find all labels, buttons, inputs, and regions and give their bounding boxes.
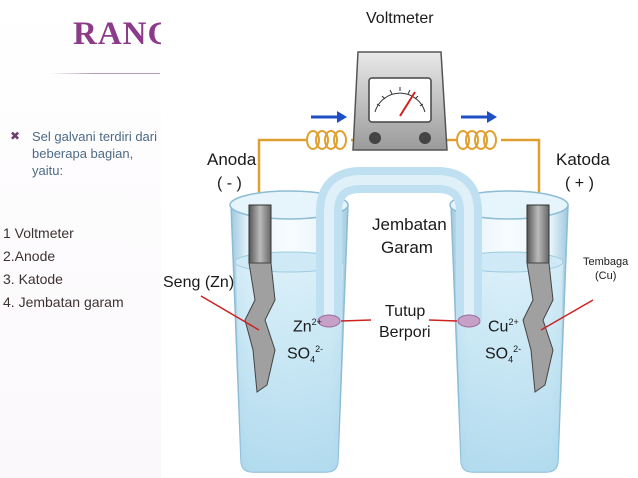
- so4-right-label: SO42-: [485, 344, 522, 365]
- list-item-anode: 2.Anode: [3, 248, 56, 264]
- tembaga-symbol-label: (Cu): [595, 270, 617, 282]
- anoda-label: Anoda: [207, 150, 257, 169]
- coil-left: [306, 130, 347, 150]
- anoda-sign-label: ( - ): [217, 175, 242, 192]
- katoda-label: Katoda: [556, 150, 610, 169]
- seng-label: Seng (Zn): [163, 274, 235, 291]
- cu-ion-label: Cu2+: [488, 317, 519, 336]
- coil-right: [456, 130, 497, 150]
- list-item-katode: 3. Katode: [3, 271, 63, 287]
- list-item-voltmeter: 1 Voltmeter: [3, 225, 74, 241]
- title-underline: [50, 73, 160, 74]
- component-list: 1 Voltmeter 2.Anode 3. Katode 4. Jembata…: [3, 222, 124, 314]
- galvanic-cell-diagram: Voltmeter Anoda ( - ) Katoda ( + ) Jemba…: [161, 0, 638, 478]
- copper-electrode: [522, 204, 554, 393]
- pointer-line-copper: [540, 299, 594, 331]
- wire-right: [501, 138, 541, 205]
- so4-left-label: SO42-: [287, 344, 324, 365]
- galvanic-cell-illustration: [200, 51, 594, 473]
- list-item-jembatan: 4. Jembatan garam: [3, 294, 124, 310]
- pointer-line-zinc: [200, 295, 260, 331]
- voltmeter-label: Voltmeter: [366, 10, 434, 27]
- tutup-label: Tutup: [385, 303, 426, 320]
- pointer-line-porous-left: [340, 319, 372, 322]
- tembaga-label: Tembaga: [583, 256, 629, 268]
- salt-bridge: [316, 167, 482, 328]
- bullet-text: Sel galvani terdiri dari beberapa bagian…: [32, 129, 158, 178]
- zinc-electrode: [244, 204, 276, 393]
- arrow-right-icon: [311, 111, 347, 123]
- katoda-sign-label: ( + ): [565, 175, 594, 192]
- garam-label: Garam: [381, 238, 433, 257]
- zn-ion-label: Zn2+: [293, 317, 322, 336]
- berpori-label: Berpori: [379, 324, 431, 341]
- bullet-x-icon: ✖: [10, 129, 21, 143]
- pointer-line-porous-right: [428, 319, 458, 322]
- jembatan-label: Jembatan: [372, 215, 447, 234]
- wire-left: [257, 138, 306, 205]
- voltmeter-device: [352, 51, 448, 151]
- arrow-right-icon: [461, 111, 497, 123]
